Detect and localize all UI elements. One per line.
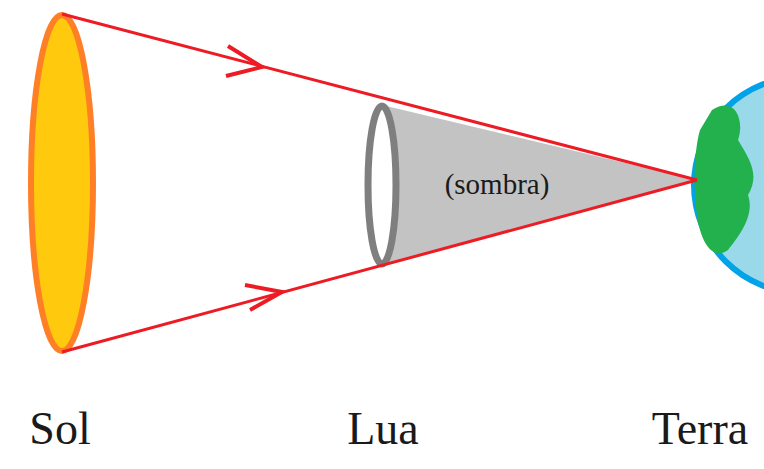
- moon-disc: [368, 106, 396, 264]
- shadow-label: (sombra): [445, 168, 550, 201]
- shadow-region: (sombra): [412, 154, 582, 214]
- ray-arrowhead: [226, 46, 262, 76]
- light-ray: [62, 14, 697, 180]
- body-name: Sol: [29, 402, 90, 455]
- earth-continent: [695, 105, 754, 253]
- body-name: Terra: [652, 402, 748, 455]
- ray-arrowhead: [245, 285, 282, 310]
- body-name: Lua: [347, 402, 419, 455]
- sun-disc: [31, 15, 93, 351]
- earth-globe: [694, 77, 764, 293]
- shadow-cone: [382, 105, 697, 265]
- light-ray: [62, 180, 697, 352]
